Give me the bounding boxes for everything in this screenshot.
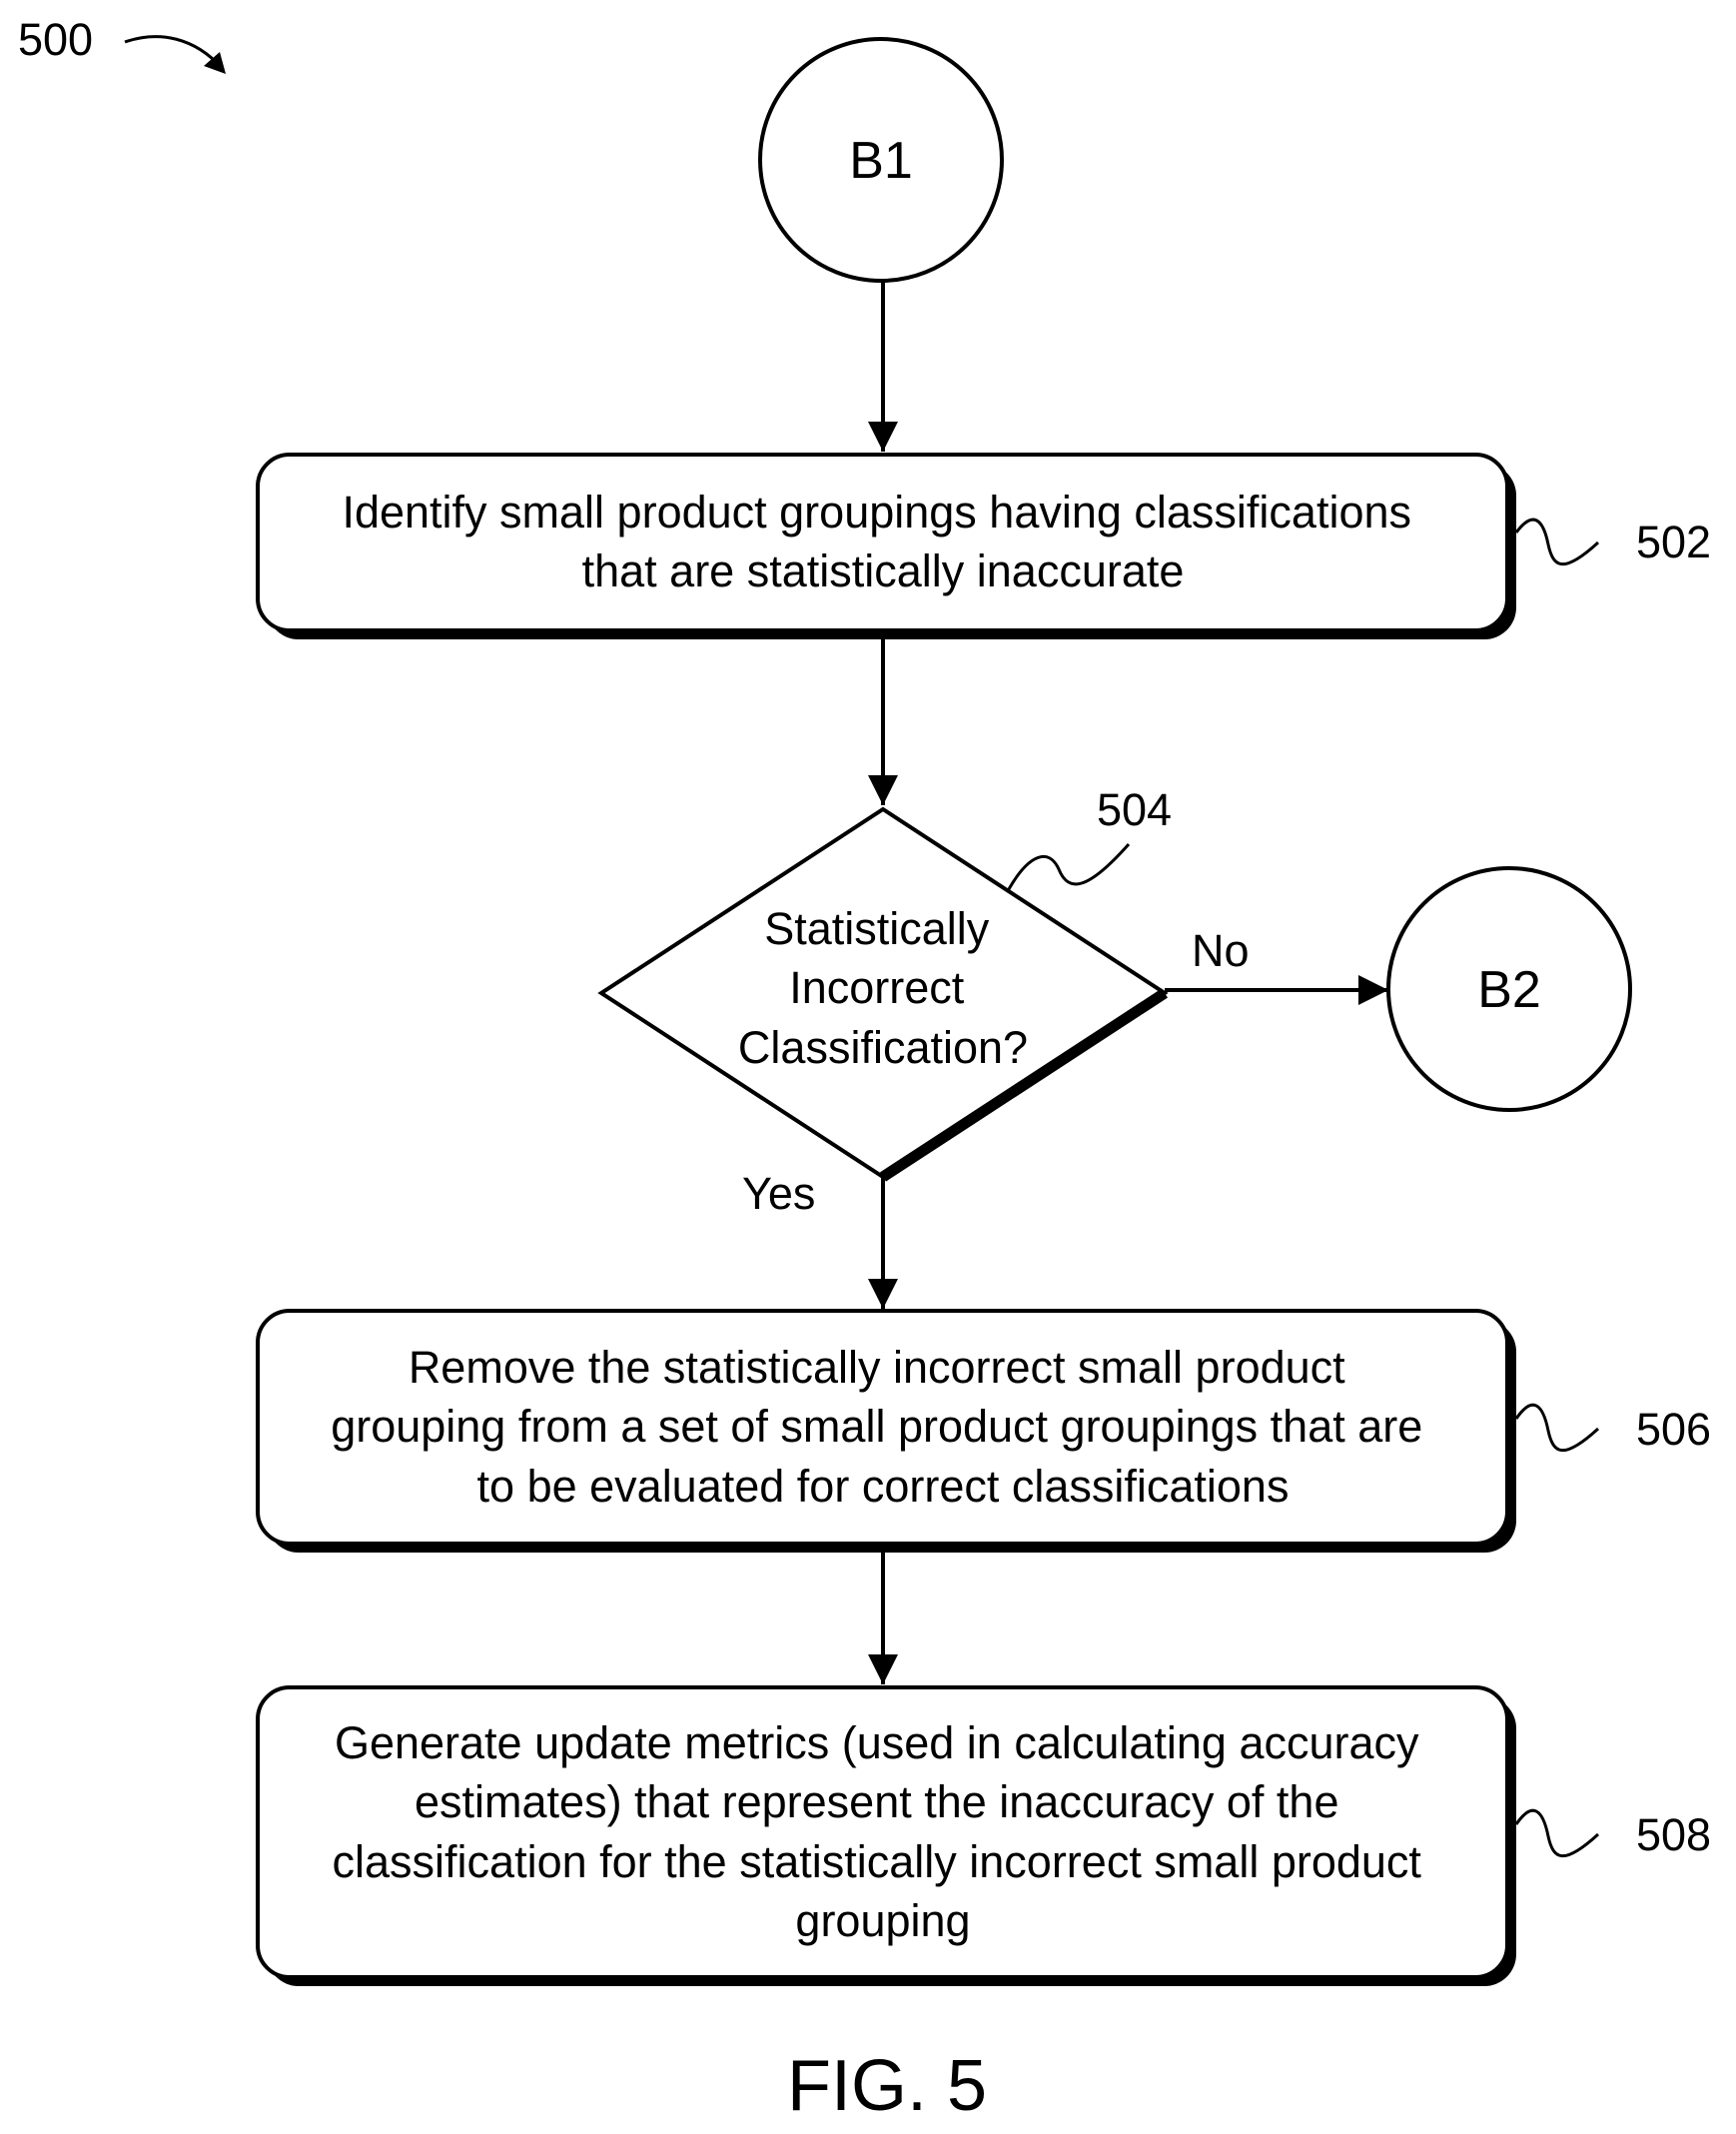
step-506-line-1: Remove the statistically incorrect small… <box>409 1342 1345 1393</box>
step-506-ref-squiggle <box>1516 1405 1598 1450</box>
step-506-text: Remove the statistically incorrect small… <box>331 1342 1435 1512</box>
step-508-box: Generate update metrics (used in calcula… <box>258 1687 1516 1986</box>
decision-504-ref: 504 <box>1097 784 1172 835</box>
connector-b1: B1 <box>760 39 1002 281</box>
step-502-box: Identify small product groupings having … <box>258 455 1516 639</box>
step-508-line-4: grouping <box>795 1895 970 1946</box>
step-508-ref: 508 <box>1636 1809 1711 1860</box>
decision-504-line-2: Incorrect <box>789 962 965 1013</box>
connector-b2-label: B2 <box>1477 961 1541 1019</box>
step-506-line-2: grouping from a set of small product gro… <box>331 1401 1422 1452</box>
step-502-ref: 502 <box>1636 517 1711 567</box>
step-508-line-1: Generate update metrics (used in calcula… <box>335 1717 1419 1768</box>
decision-504-line-3: Classification? <box>738 1022 1028 1073</box>
branch-yes-label: Yes <box>742 1168 815 1219</box>
step-502-line-2: that are statistically inaccurate <box>582 545 1185 596</box>
connector-b2: B2 <box>1388 868 1630 1110</box>
step-506-ref: 506 <box>1636 1404 1711 1455</box>
decision-504: Statistically Incorrect Classification? <box>601 809 1165 1177</box>
connector-b1-label: B1 <box>849 132 913 190</box>
step-506-box: Remove the statistically incorrect small… <box>258 1311 1516 1553</box>
step-508-ref-squiggle <box>1516 1810 1598 1855</box>
step-506-line-3: to be evaluated for correct classificati… <box>477 1461 1290 1512</box>
figure-caption: FIG. 5 <box>787 2046 987 2126</box>
decision-504-ref-squiggle <box>1009 844 1129 889</box>
step-502-ref-squiggle <box>1516 520 1598 564</box>
step-502-line-1: Identify small product groupings having … <box>342 487 1411 537</box>
step-508-line-2: estimates) that represent the inaccuracy… <box>415 1776 1338 1827</box>
decision-504-line-1: Statistically <box>764 903 990 954</box>
branch-no-label: No <box>1192 925 1250 976</box>
figure-number: 500 <box>18 14 93 65</box>
step-508-line-3: classification for the statistically inc… <box>333 1836 1422 1887</box>
